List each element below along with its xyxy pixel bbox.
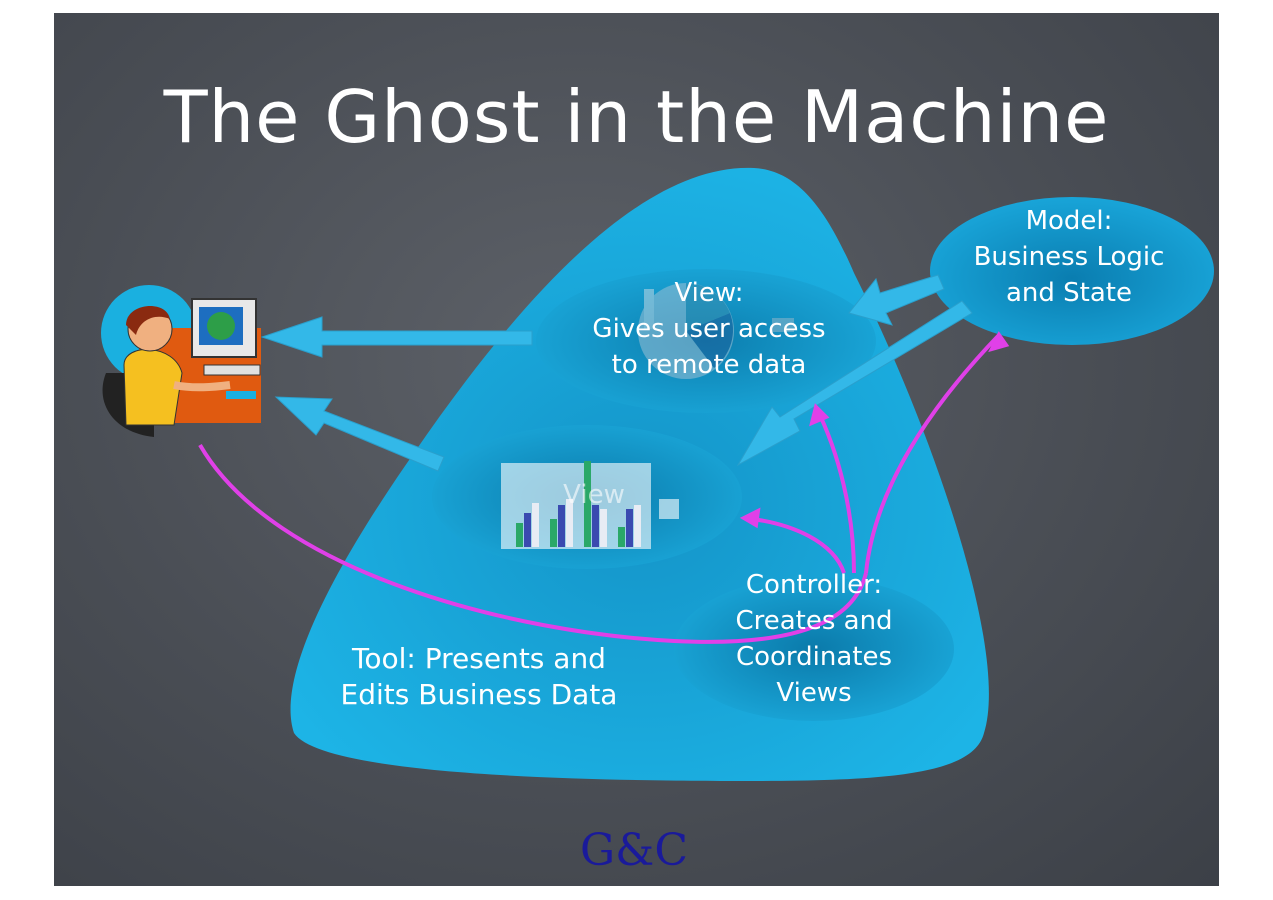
view-top-label-line2: Gives user access xyxy=(592,314,826,344)
arrows xyxy=(260,274,973,472)
model-label-line3: and State xyxy=(1005,278,1132,308)
view-chart-label: View xyxy=(563,480,625,510)
pie-chart-icon xyxy=(638,283,794,379)
controller-label-line1: Controller: xyxy=(745,570,883,600)
view-top-label: View: Gives user access to remote data xyxy=(569,275,849,383)
controller-label-line2: Creates and xyxy=(735,606,893,636)
tool-label-line2: Edits Business Data xyxy=(340,678,618,711)
mvc-diagram xyxy=(101,167,1214,781)
model-label: Model: Business Logic and State xyxy=(954,203,1184,311)
controller-lines xyxy=(198,331,1010,644)
controller-label-line3: Coordinates xyxy=(735,642,893,672)
controller-to-user-line xyxy=(198,443,868,644)
tool-label: Tool: Presents and Edits Business Data xyxy=(294,641,664,713)
controller-ellipse xyxy=(674,577,954,721)
tool-label-line1: Tool: Presents and xyxy=(352,642,606,675)
footer-logo: G&C xyxy=(580,825,688,876)
controller-to-view-chart-line xyxy=(743,516,846,574)
controller-label: Controller: Creates and Coordinates View… xyxy=(704,567,924,711)
slide: The Ghost in the Machine Model: Business… xyxy=(54,13,1219,886)
model-ellipse xyxy=(930,197,1214,345)
model-label-line2: Business Logic xyxy=(973,242,1165,272)
bar-chart-icon xyxy=(501,461,679,549)
controller-to-view-top-line xyxy=(814,406,856,574)
arrow-view-to-user-bottom xyxy=(274,396,445,472)
user-computer-icon xyxy=(101,285,261,437)
controller-label-line4: Views xyxy=(776,678,852,708)
view-top-label-line3: to remote data xyxy=(611,350,807,380)
arrow-model-to-view-top xyxy=(848,274,945,326)
arrow-model-to-view-chart xyxy=(736,300,973,467)
view-top-label-line1: View: xyxy=(674,278,744,308)
slide-title: The Ghost in the Machine xyxy=(163,75,1110,159)
controller-to-model-line xyxy=(864,333,1001,574)
arrow-view-to-user-top xyxy=(260,316,533,358)
model-label-line1: Model: xyxy=(1025,206,1113,236)
